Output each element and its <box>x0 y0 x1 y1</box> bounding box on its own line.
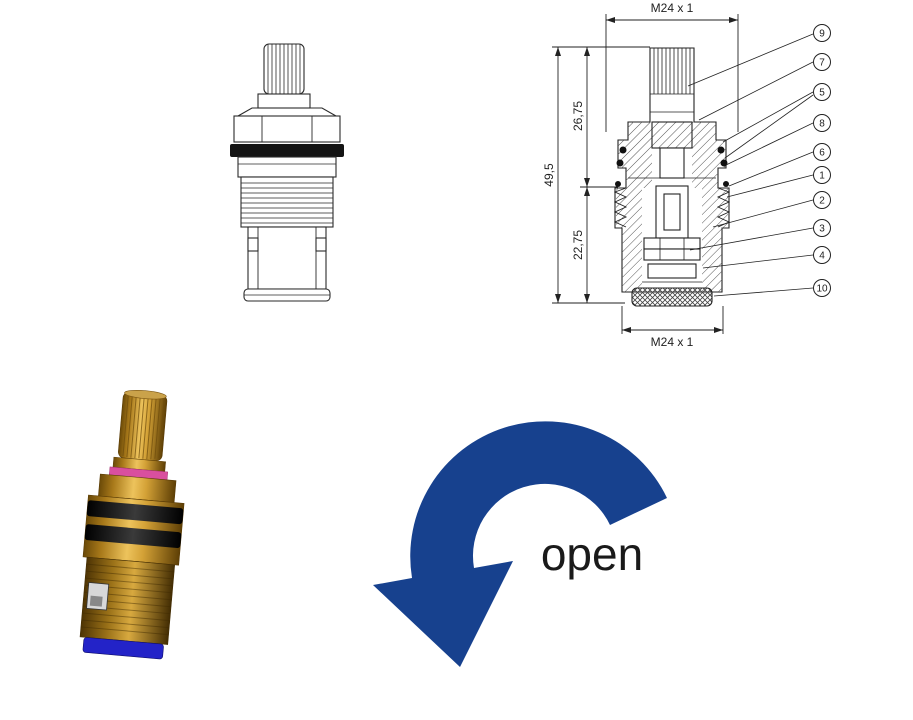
callout-7: 7 <box>813 53 831 71</box>
section-knurl-lines <box>653 48 691 94</box>
section-stem-lines <box>650 93 694 113</box>
section-disc-ticks <box>659 238 685 260</box>
render-oring-lower <box>84 524 182 549</box>
section-disc-carrier <box>647 263 697 279</box>
callout-9-number: 9 <box>819 29 825 40</box>
dim-bottom-label: M24 x 1 <box>651 335 694 349</box>
callout-4-number: 4 <box>819 251 825 262</box>
side-view-thread-lines <box>241 182 333 224</box>
cartridge-side-view <box>230 43 344 302</box>
callout-8-number: 8 <box>819 119 825 130</box>
section-thread-left <box>613 187 628 228</box>
side-view-slot-lines <box>257 227 317 289</box>
section-orings <box>615 146 729 187</box>
callout-6: 6 <box>813 143 831 161</box>
dim-overall-label: 49,5 <box>542 163 556 187</box>
section-thread-right <box>716 187 731 228</box>
callout-leaders <box>687 33 814 297</box>
callout-1: 1 <box>813 166 831 184</box>
side-view-stem-neck <box>257 93 311 109</box>
section-ceramic-disc-lower <box>643 248 701 261</box>
section-spindle-slot <box>663 193 681 231</box>
callout-7-number: 7 <box>819 58 825 69</box>
side-view-seal-band <box>230 144 344 157</box>
callout-6-number: 6 <box>819 148 825 159</box>
render-port-inner <box>89 595 103 607</box>
callout-9: 9 <box>813 24 831 42</box>
callout-5: 5 <box>813 83 831 101</box>
side-view-lower-body <box>247 226 327 290</box>
render-blue-base-ring <box>82 637 164 660</box>
open-rotation-arrow <box>373 421 667 667</box>
render-knurl-lines <box>122 392 165 460</box>
render-stem-top <box>124 389 167 400</box>
side-view-hex-flange <box>233 115 341 143</box>
render-oring-upper <box>86 500 184 525</box>
callout-3-number: 3 <box>819 224 825 235</box>
side-view-thread-section <box>240 176 334 228</box>
open-direction-label: open <box>541 528 643 580</box>
side-view-hex-facets <box>261 116 313 142</box>
open-direction-indicator: open <box>373 421 667 667</box>
callout-bubbles: 9 7 5 8 6 1 2 3 4 10 <box>813 24 831 297</box>
cartridge-3d-render <box>79 389 185 660</box>
callout-3: 3 <box>813 219 831 237</box>
callout-10: 10 <box>813 279 831 297</box>
side-view-upper-body <box>237 156 337 178</box>
callout-10-number: 10 <box>816 284 828 295</box>
side-view-port-right <box>315 237 327 252</box>
side-view-chamfer <box>237 107 337 117</box>
section-stem-lower <box>659 147 685 179</box>
section-bottom-gasket <box>631 287 713 307</box>
callout-2-number: 2 <box>819 196 825 207</box>
dim-top-label: M24 x 1 <box>651 1 694 15</box>
side-view-knurl-lines <box>267 44 301 94</box>
callout-4: 4 <box>813 246 831 264</box>
side-view-port-left <box>247 237 259 252</box>
callout-2: 2 <box>813 191 831 209</box>
dimensions <box>552 14 739 334</box>
callout-5-number: 5 <box>819 88 825 99</box>
dim-upper-label: 26,75 <box>571 101 585 131</box>
dim-lower-label: 22,75 <box>571 230 585 260</box>
callout-1-number: 1 <box>819 171 825 182</box>
callout-8: 8 <box>813 114 831 132</box>
section-ceramic-disc-upper <box>643 237 701 250</box>
render-thread-ridges <box>80 563 175 636</box>
cartridge-section-view <box>613 47 731 307</box>
